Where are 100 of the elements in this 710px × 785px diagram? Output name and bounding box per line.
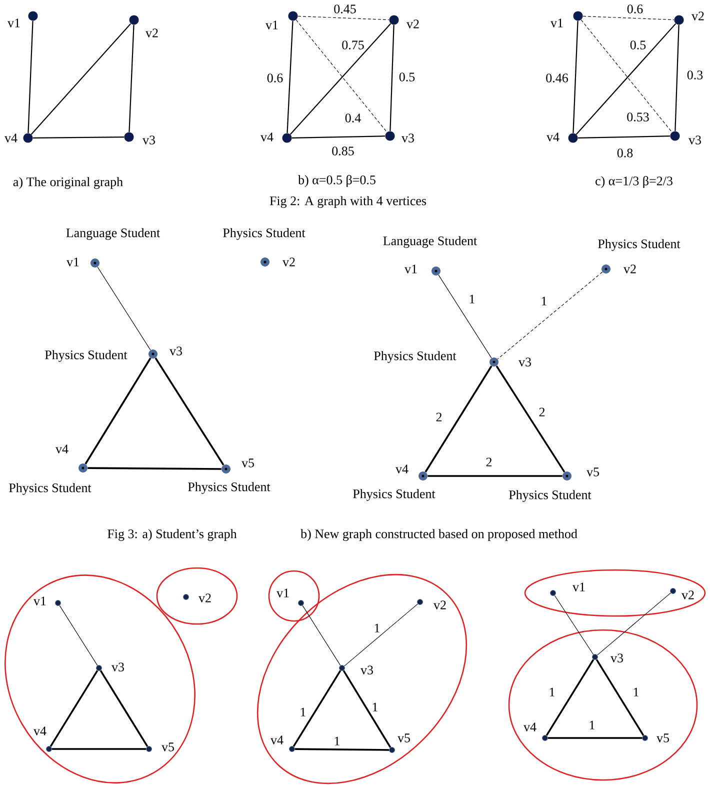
vertex-label: v3 (518, 358, 531, 366)
edge-line (497, 272, 603, 360)
vertex-label: v3 (610, 654, 623, 662)
edge-line (578, 136, 670, 138)
edge-line (154, 358, 224, 466)
vertex-label: v2 (406, 20, 419, 28)
vertex-dot (90, 258, 100, 268)
vertex-label: v1 (266, 20, 278, 30)
edge-label: 1 (540, 296, 548, 306)
vertex-label: v4 (56, 444, 68, 454)
vertex-dot (670, 131, 680, 141)
vertex-dot (129, 15, 139, 25)
vertex-label: v1 (66, 258, 79, 266)
vertex-label: v3 (402, 134, 414, 142)
vertex-label: v4 (524, 722, 536, 732)
vertex-label: v4 (260, 132, 274, 142)
edge-line (30, 23, 132, 135)
edge-line (554, 595, 594, 655)
edge-label: 0.85 (330, 146, 356, 156)
edge-label: 0.5 (628, 40, 648, 50)
vertex-dot (288, 11, 298, 21)
vertex-label: v4 (34, 726, 46, 736)
edge-label: 1 (372, 622, 382, 634)
edge-label: 2 (434, 412, 444, 422)
vertex-dot (148, 350, 158, 358)
vertex-dot (562, 472, 572, 480)
vertex-label: v3 (688, 136, 701, 144)
edge-line (496, 365, 566, 473)
cluster-ellipse (156, 567, 238, 625)
vertex-label: v2 (682, 590, 694, 600)
vertex-label: v4 (396, 464, 408, 474)
edge-line (292, 670, 342, 747)
edge-label: 0.8 (616, 148, 634, 158)
vertex-label: v2 (692, 12, 704, 20)
edge-line (438, 274, 492, 358)
figure-caption: a) The original graph (13, 177, 123, 189)
edge-label: 0.45 (332, 4, 358, 14)
edge-line (286, 20, 294, 134)
vertex-dot (222, 464, 230, 474)
vertex-dot (432, 266, 440, 276)
cluster-ellipse (508, 629, 698, 781)
edge-line (100, 670, 148, 747)
vertex-dot (28, 11, 38, 21)
figure-caption: c) α=1/3 β=2/3 (596, 176, 672, 188)
vertex-dot (124, 132, 134, 142)
vertex-caption: Physics Student (353, 489, 436, 501)
edge-line (548, 737, 642, 739)
edge-label: 0.46 (544, 72, 570, 84)
vertex-dot (602, 264, 610, 274)
edge-line (424, 366, 492, 472)
vertex-dot (282, 133, 292, 143)
edge-label: 1 (632, 686, 640, 698)
vertex-label: v1 (8, 18, 20, 28)
edge-line (88, 467, 222, 470)
vertex-label: v3 (360, 666, 373, 674)
figure-caption: b) α=0.5 β=0.5 (298, 175, 376, 187)
edge-line (344, 604, 418, 666)
vertex-label: v5 (242, 458, 254, 468)
figure-caption: b) New graph constructed based on proposed method (300, 529, 578, 541)
edge-label: 2 (484, 456, 494, 468)
edge-line (596, 659, 644, 736)
edge-line (572, 20, 578, 134)
vertex-label: v3 (112, 662, 124, 672)
edge-label: 1 (588, 720, 596, 730)
vertex-label: v4 (270, 736, 284, 744)
figure-caption: Fig 3: a) Student’s graph (108, 529, 237, 541)
edge-line (298, 16, 390, 20)
edge-label: 1 (548, 686, 556, 698)
vertex-label: v5 (586, 468, 599, 476)
vertex-label: v3 (170, 346, 182, 356)
vertex-label: v1 (550, 18, 563, 28)
edge-line (428, 475, 562, 477)
vertex-label: v5 (162, 742, 174, 752)
figure-caption: Fig 2: A graph with 4 vertices (270, 196, 426, 208)
vertex-label: v1 (404, 264, 417, 274)
edge-line (597, 592, 672, 656)
edge-line (59, 605, 98, 666)
edge-line (50, 670, 98, 747)
vertex-label: v1 (276, 588, 289, 598)
vertex-label: v4 (4, 134, 18, 142)
vertex-label: v2 (282, 258, 295, 266)
vertex-caption: Physics Student (45, 350, 128, 362)
edge-label: 1 (332, 736, 342, 746)
vertex-caption: Physics Student (223, 228, 306, 240)
edge-line (302, 605, 341, 666)
edge-label: 0.5 (398, 72, 416, 82)
edge-line (674, 24, 680, 132)
edge-line (582, 16, 674, 20)
vertex-label: v2 (624, 264, 636, 274)
edge-label: 0.3 (686, 70, 704, 80)
vertex-label: v4 (546, 132, 560, 142)
vertex-caption: Physics Student (509, 490, 592, 502)
vertex-dot (260, 258, 270, 266)
vertex-caption: Physics Student (598, 239, 680, 251)
edge-line (546, 659, 594, 736)
vertex-label: v5 (656, 734, 669, 742)
vertex-dot (418, 472, 428, 480)
cluster-circle (268, 570, 320, 622)
vertex-dot (674, 15, 684, 25)
edge-line (97, 266, 151, 350)
